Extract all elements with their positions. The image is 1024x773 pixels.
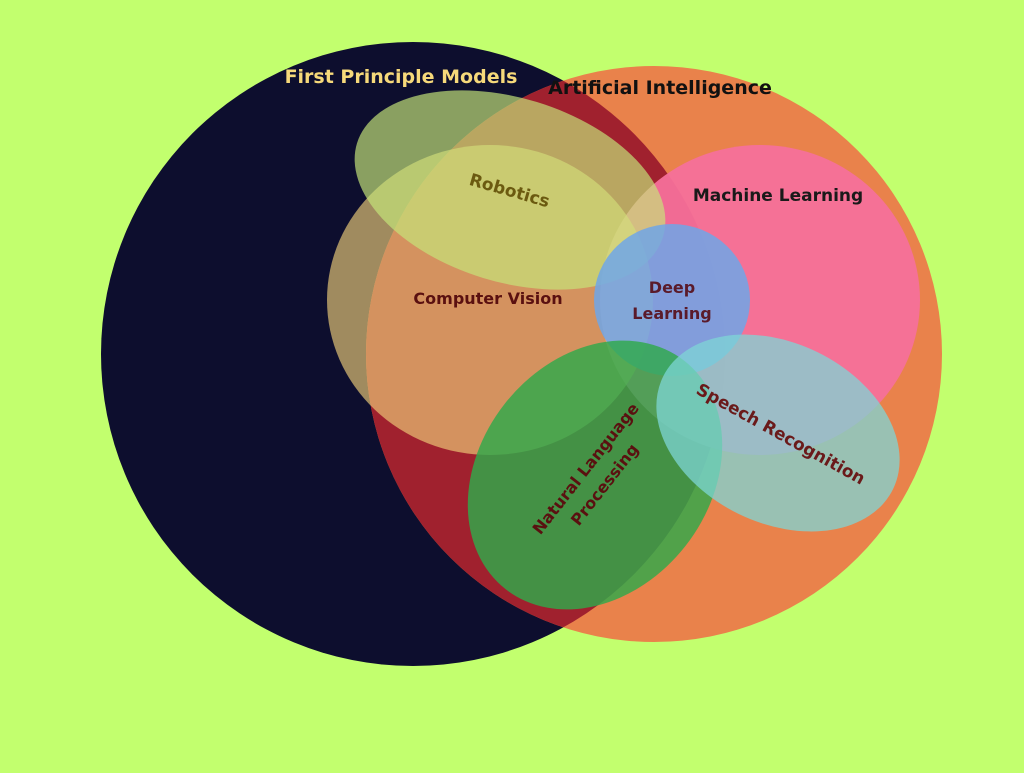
label-artificial-intelligence: Artificial Intelligence xyxy=(548,77,772,99)
label-deep-learning-line1: Deep xyxy=(649,278,695,297)
label-computer-vision: Computer Vision xyxy=(413,289,562,308)
label-first-principle: First Principle Models xyxy=(285,66,518,88)
deep-learning-ellipse xyxy=(594,224,750,376)
label-deep-learning-line2: Learning xyxy=(632,304,711,323)
robotics-ellipse xyxy=(354,90,666,290)
label-machine-learning: Machine Learning xyxy=(693,186,863,206)
speech-recognition-ellipse xyxy=(656,334,900,532)
